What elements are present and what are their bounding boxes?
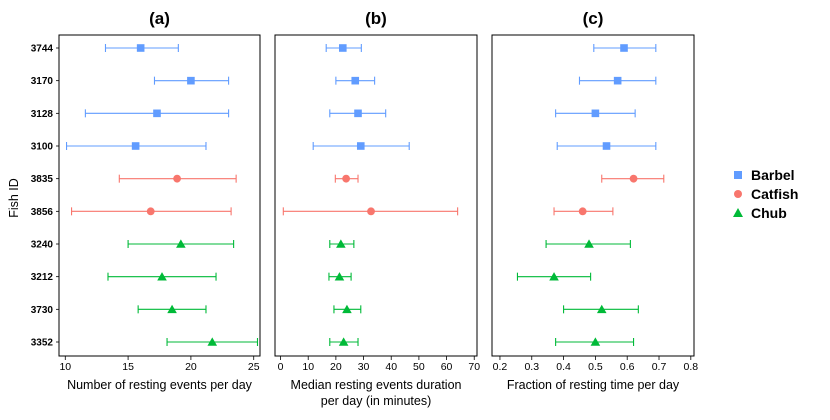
data-point	[596, 304, 607, 314]
data-point	[549, 272, 559, 281]
data-point	[131, 142, 140, 150]
panel-title: (a)	[149, 9, 170, 28]
x-tick-label: 0.7	[652, 361, 667, 373]
x-axis-label: Median resting events duration	[291, 378, 462, 392]
x-tick-label: 0	[278, 361, 284, 373]
data-point	[602, 142, 611, 150]
x-tick-label: 60	[441, 361, 453, 373]
data-point	[173, 174, 181, 183]
panel-title: (b)	[365, 9, 387, 28]
data-point	[342, 304, 352, 314]
panel-frame	[58, 34, 261, 357]
x-axis-label: Number of resting events per day	[67, 378, 253, 392]
data-point	[136, 44, 145, 52]
x-tick-label: 0.6	[620, 361, 635, 373]
data-point	[620, 44, 628, 52]
x-tick-label: 0.8	[684, 361, 699, 373]
data-point	[153, 109, 161, 118]
data-point	[356, 142, 365, 150]
x-tick-label: 70	[468, 361, 480, 373]
x-tick-label: 40	[385, 361, 397, 373]
legend-label-chub: Chub	[751, 205, 787, 221]
panel-frame	[491, 34, 695, 357]
legend-marker-catfish	[734, 190, 742, 198]
data-point	[578, 207, 587, 216]
data-point	[334, 272, 345, 281]
y-tick-label: 3170	[31, 76, 54, 87]
data-point	[336, 239, 346, 248]
data-point	[613, 76, 622, 85]
data-point	[590, 337, 601, 346]
x-tick-label: 50	[413, 361, 425, 373]
legend-label-barbel: Barbel	[751, 167, 795, 183]
y-tick-label: 3212	[31, 272, 54, 283]
data-point	[187, 76, 195, 85]
x-tick-label: 0.5	[588, 361, 603, 373]
x-tick-label: 10	[59, 361, 71, 373]
x-tick-label: 30	[358, 361, 370, 373]
data-point	[584, 239, 594, 248]
data-point	[338, 337, 349, 346]
legend: Barbel Catfish Chub	[733, 167, 798, 221]
y-tick-label: 3730	[31, 305, 54, 316]
x-tick-label: 10	[302, 361, 314, 373]
legend-marker-chub	[733, 208, 743, 217]
legend-label-catfish: Catfish	[751, 186, 798, 202]
data-point	[342, 174, 351, 183]
data-point	[367, 207, 375, 216]
y-tick-label: 3240	[31, 240, 54, 251]
data-point	[629, 174, 638, 183]
data-point	[338, 44, 347, 52]
data-point	[207, 337, 218, 346]
x-tick-label: 20	[185, 361, 197, 373]
x-tick-label: 25	[248, 361, 260, 373]
data-point	[591, 109, 600, 118]
y-tick-label: 3835	[31, 174, 54, 185]
x-tick-label: 20	[330, 361, 342, 373]
x-tick-label: 15	[122, 361, 134, 373]
panel-title: (c)	[583, 9, 604, 28]
panel-frame	[274, 34, 478, 357]
x-tick-label: 0.2	[493, 361, 508, 373]
y-tick-label: 3100	[31, 142, 54, 153]
data-point	[354, 109, 362, 118]
y-tick-label: 3128	[31, 109, 54, 120]
data-point	[146, 207, 155, 216]
data-point	[157, 272, 167, 281]
x-axis-label: Fraction of resting time per day	[507, 378, 680, 392]
y-tick-label: 3352	[31, 338, 54, 349]
x-axis-label-line2: per day (in minutes)	[321, 394, 431, 408]
legend-marker-barbel	[734, 171, 742, 179]
y-tick-label: 3856	[31, 207, 54, 218]
data-point	[351, 76, 360, 85]
x-tick-label: 0.4	[556, 361, 571, 373]
y-tick-label: 3744	[31, 44, 54, 55]
data-point	[167, 304, 177, 314]
x-tick-label: 0.3	[524, 361, 539, 373]
data-point	[176, 239, 186, 248]
y-axis-label: Fish ID	[7, 178, 21, 218]
